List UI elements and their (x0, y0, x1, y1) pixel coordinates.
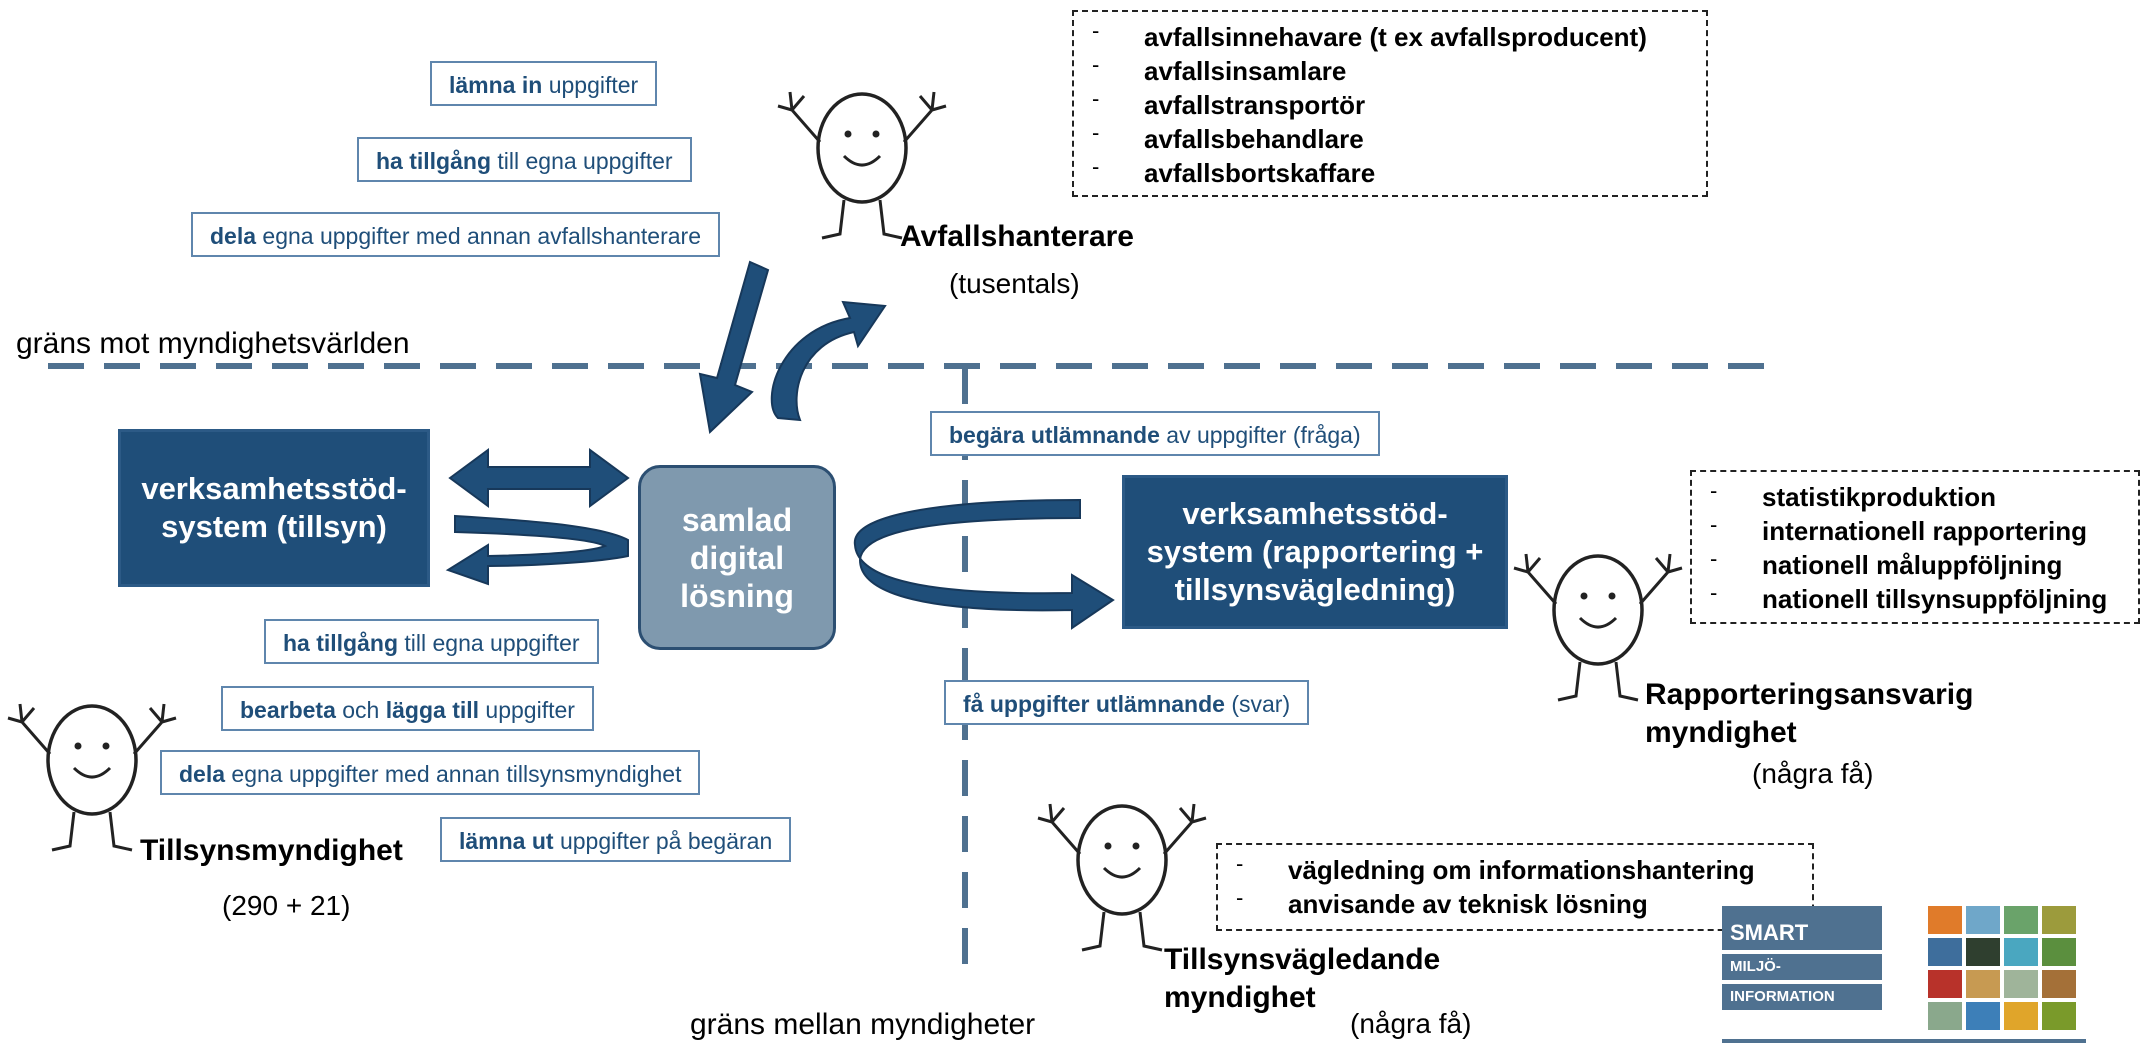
arrow-to-hub (698, 260, 770, 435)
reporting-task: nationell måluppföljning (1704, 542, 2126, 582)
guidance-figure (1036, 802, 1208, 952)
hub-line: samlad (681, 501, 793, 538)
hub-line: lösning (680, 577, 794, 614)
supervision-system-line: verksamhetsstöd- (141, 471, 407, 506)
waste-handler-type: avfallsinsamlare (1086, 48, 1694, 88)
reporting-system-line: verksamhetsstöd- (1182, 496, 1448, 531)
waste-handler-types-box: avfallsinnehavare (t ex avfallsproducent… (1072, 10, 1708, 197)
response-release-box: få uppgifter utlämnande (svar) (944, 680, 1310, 725)
waste-handler-name: Avfallshanterare (900, 220, 1134, 253)
reporting-authority-count: (några få) (1752, 758, 1874, 789)
waste-handler-action-access: ha tillgång till egna uppgifter (357, 137, 692, 182)
hub-line: digital (689, 539, 785, 576)
arrow-supervision-upper (448, 448, 630, 508)
guidance-authority-count: (några få) (1350, 1008, 1472, 1039)
reporting-system-box: verksamhetsstöd- system (rapportering + … (1122, 475, 1508, 629)
waste-handler-count: (tusentals) (949, 268, 1080, 299)
authority-divider-label: gräns mellan myndigheter (690, 1008, 1036, 1041)
reporting-system-line: tillsynsvägledning) (1174, 572, 1456, 607)
guidance-task: vägledning om informationshantering (1230, 847, 1800, 887)
authority-boundary-label: gräns mot myndighetsvärlden (16, 327, 410, 360)
guidance-tasks-box: vägledning om informationshantering anvi… (1216, 843, 1814, 931)
arrow-to-reporting (853, 498, 1115, 630)
supervisory-action-share: dela egna uppgifter med annan tillsynsmy… (160, 750, 701, 795)
reporting-authority-name: Rapporteringsansvarig myndighet (1645, 678, 1974, 749)
reporting-system-line: system (rapportering + (1146, 534, 1484, 569)
digital-solution-hub: samlad digital lösning (638, 465, 836, 650)
waste-handler-action-share: dela egna uppgifter med annan avfallshan… (191, 212, 721, 257)
reporting-task: statistikproduktion (1704, 474, 2126, 514)
supervisory-authority-name: Tillsynsmyndighet (140, 834, 403, 867)
guidance-authority-name: Tillsynsvägledande myndighet (1164, 943, 1441, 1014)
logo-tiles (1928, 906, 2076, 1030)
waste-handler-type: avfallsbehandlare (1086, 116, 1694, 156)
supervisory-authority-count: (290 + 21) (222, 890, 351, 921)
guidance-task: anvisande av teknisk lösning (1230, 881, 1800, 921)
reporting-task: internationell rapportering (1704, 508, 2126, 548)
supervisory-action-access: ha tillgång till egna uppgifter (264, 619, 599, 664)
waste-handler-type: avfallsbortskaffare (1086, 150, 1694, 190)
reporting-task: nationell tillsynsuppföljning (1704, 576, 2126, 616)
arrow-from-hub (770, 300, 887, 422)
supervisory-action-process: bearbeta och lägga till uppgifter (221, 686, 594, 731)
waste-handler-figure (776, 90, 948, 240)
supervisory-action-release: lämna ut uppgifter på begäran (440, 817, 792, 862)
supervision-system-box: verksamhetsstöd- system (tillsyn) (118, 429, 430, 587)
smart-miljoinformation-logo: SMART MILJÖ- INFORMATION (1722, 906, 1882, 1030)
supervision-system-line: system (tillsyn) (161, 509, 387, 544)
request-release-box: begära utlämnande av uppgifter (fråga) (930, 411, 1380, 456)
reporting-tasks-box: statistikproduktion internationell rappo… (1690, 470, 2140, 624)
arrow-supervision-lower (445, 514, 629, 586)
supervisory-figure (6, 702, 178, 852)
waste-handler-type: avfallsinnehavare (t ex avfallsproducent… (1086, 14, 1694, 54)
waste-handler-type: avfallstransportör (1086, 82, 1694, 122)
waste-handler-action-submit: lämna in uppgifter (430, 61, 658, 106)
